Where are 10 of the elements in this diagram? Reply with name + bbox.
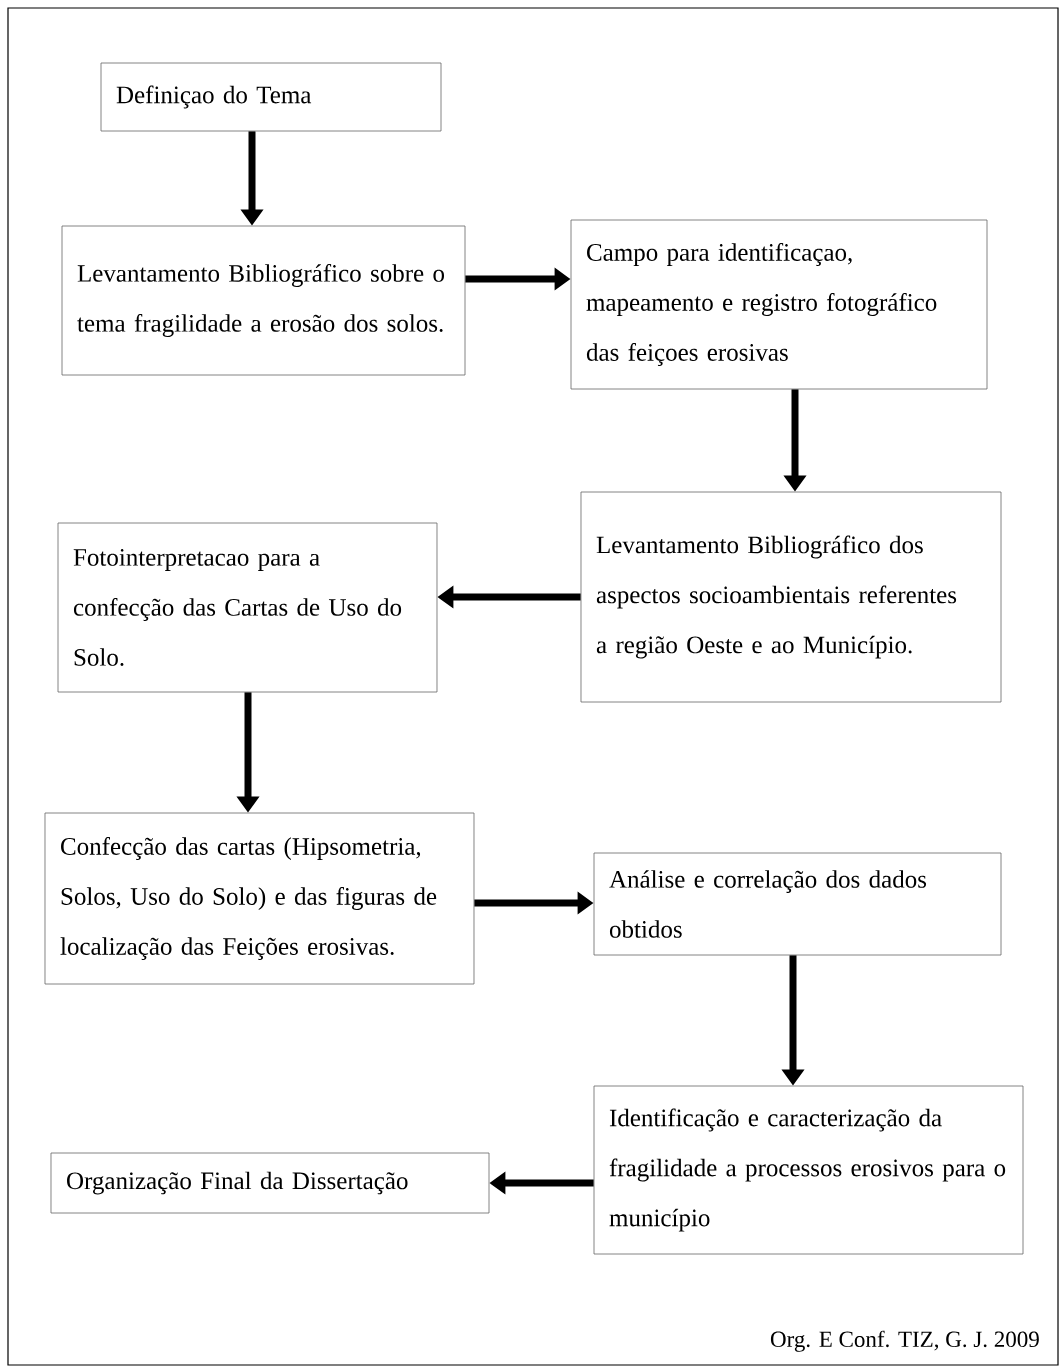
process-box: Levantamento Bibliográfico dos aspectos socioambientais referentes a região Oeste e ao Município. — [580, 491, 1002, 703]
process-box: Definiçao do Tema — [100, 62, 442, 132]
process-box: Confecção das cartas (Hipsometria, Solos, Uso do Solo) e das figuras de localização das Feições erosivas. — [44, 812, 475, 985]
process-box: Levantamento Bibliográfico sobre o tema fragilidade a erosão dos solos. — [61, 225, 466, 376]
process-box: Análise e correlação dos dados obtidos — [593, 852, 1002, 956]
process-box: Organização Final da Dissertação — [50, 1152, 490, 1214]
process-box: Fotointerpretacao para a confecção das Cartas de Uso do Solo. — [57, 522, 438, 693]
process-box: Identificação e caracterização da fragilidade a processos erosivos para o município — [593, 1085, 1024, 1255]
process-box: Campo para identificaçao, mapeamento e registro fotográfico das feiçoes erosivas — [570, 219, 988, 390]
credit-note: Org. E Conf. TIZ, G. J. 2009 — [770, 1330, 1039, 1352]
